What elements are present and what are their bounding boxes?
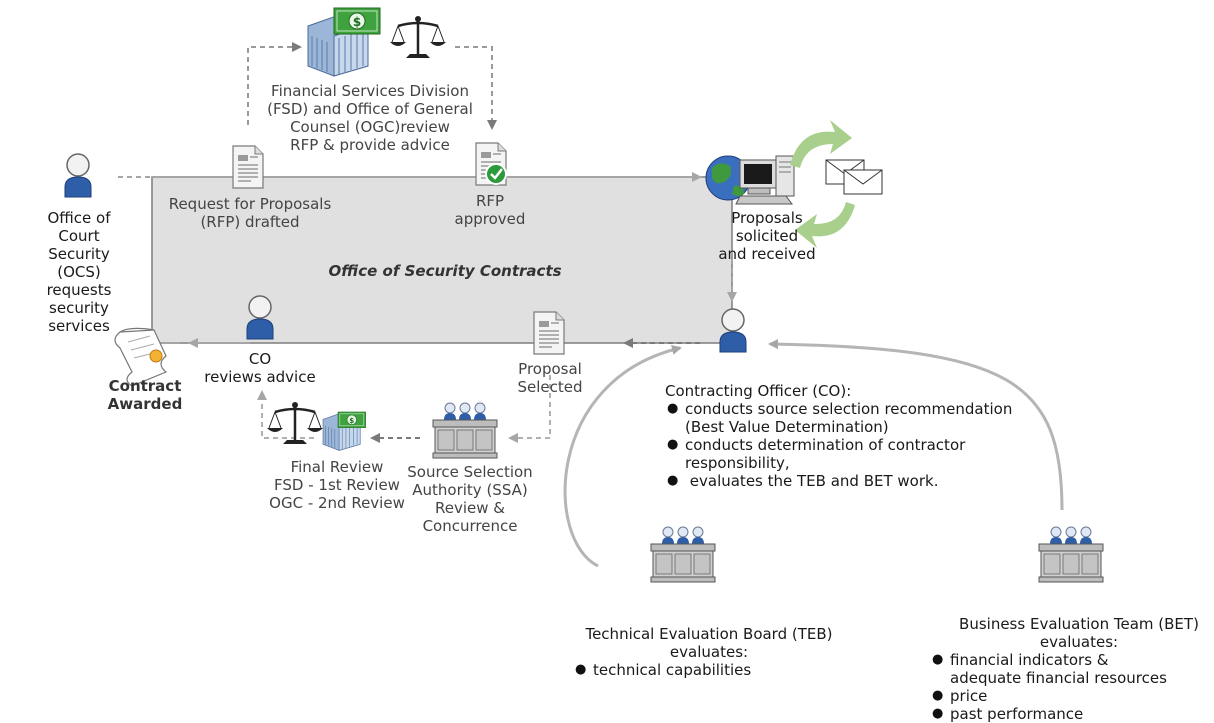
- contract-scroll-icon: [114, 327, 168, 387]
- arrow-fsd-to-rfp: [455, 46, 497, 130]
- contract-awarded-label: Contract Awarded: [107, 377, 183, 413]
- globe-computer-icon: [705, 155, 795, 205]
- arrow-final-to-co: [257, 390, 314, 439]
- arrow-rfp-to-fsd: [247, 42, 302, 125]
- bet-item: price: [930, 687, 1212, 705]
- ssa-label: Source Selection Authority (SSA) Review …: [407, 463, 533, 535]
- fsd-ogc-label: Financial Services Division (FSD) and Of…: [267, 82, 473, 154]
- money-icon: [333, 7, 381, 35]
- rfp-approved-label: RFP approved: [454, 192, 526, 228]
- teb-board-icon: [650, 526, 716, 583]
- co-item: conducts determination of contractor res…: [665, 436, 1065, 472]
- bet-item: past performance: [930, 705, 1212, 723]
- envelopes-icon: [825, 159, 883, 195]
- proposal-document-icon: [533, 311, 565, 355]
- arrow-proposal-to-ssa: [508, 375, 551, 443]
- cycle-arrow-bottom-icon: [795, 202, 855, 248]
- ocs-person-icon: [64, 153, 92, 198]
- office-security-contracts-box: [151, 176, 733, 344]
- proposals-label: Proposals solicited and received: [718, 209, 816, 263]
- bet-block: Business Evaluation Team (BET) evaluates…: [930, 615, 1212, 723]
- arrow-teb-to-co: [563, 344, 682, 568]
- final-review-label: Final Review FSD - 1st Review OGC - 2nd …: [269, 458, 405, 512]
- office-security-contracts-title: Office of Security Contracts: [328, 262, 562, 280]
- cycle-arrow-top-icon: [790, 120, 852, 168]
- teb-title: Technical Evaluation Board (TEB) evaluat…: [585, 625, 833, 661]
- co-item: evaluates the TEB and BET work.: [665, 472, 1065, 490]
- ocs-label: Office of Court Security (OCS) requests …: [46, 209, 112, 335]
- proposal-selected-label: Proposal Selected: [517, 360, 583, 396]
- contracting-officer-title: Contracting Officer (CO):: [665, 382, 852, 400]
- bet-title: Business Evaluation Team (BET) evaluates…: [959, 615, 1199, 651]
- ssa-board-icon: [432, 402, 498, 459]
- teb-block: Technical Evaluation Board (TEB) evaluat…: [573, 625, 845, 679]
- co-item: conducts source selection recommendation…: [665, 400, 1065, 436]
- rfp-drafted-label: Request for Proposals (RFP) drafted: [168, 195, 332, 231]
- final-review-money-icon: [337, 411, 366, 428]
- bet-item: financial indicators & adequate financia…: [930, 651, 1212, 687]
- co-reviews-label: CO reviews advice: [204, 350, 316, 386]
- checkmark-icon: [485, 163, 507, 185]
- teb-item: technical capabilities: [573, 661, 845, 679]
- contracting-officer-block: Contracting Officer (CO): conducts sourc…: [665, 382, 1065, 490]
- bet-board-icon: [1038, 526, 1104, 583]
- justice-scale-icon: [388, 14, 448, 60]
